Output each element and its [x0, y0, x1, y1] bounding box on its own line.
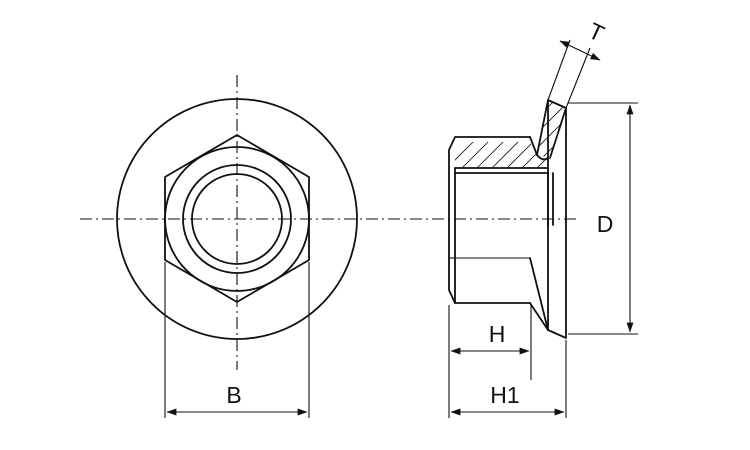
front-view: [116, 75, 358, 370]
dimension-label-B: B: [226, 382, 241, 408]
dimension-D: D: [568, 102, 638, 335]
dimension-label-T: T: [585, 17, 609, 47]
dimension-H: H: [448, 305, 532, 418]
dimension-B: B: [164, 262, 310, 418]
flange-lower-taper: [529, 302, 549, 331]
locking-slot: [536, 99, 567, 159]
flange-lower-line: [529, 257, 549, 331]
dimension-H1: H1: [450, 340, 567, 418]
side-view: [448, 99, 567, 339]
flange-outline-side: [547, 99, 567, 339]
dimension-T: T: [547, 17, 609, 109]
hex-body-outline: [448, 136, 531, 304]
dimension-label-H: H: [489, 321, 506, 347]
dimension-label-D: D: [597, 211, 614, 237]
dimension-label-H1: H1: [490, 382, 519, 408]
section-hatching: [455, 142, 548, 168]
